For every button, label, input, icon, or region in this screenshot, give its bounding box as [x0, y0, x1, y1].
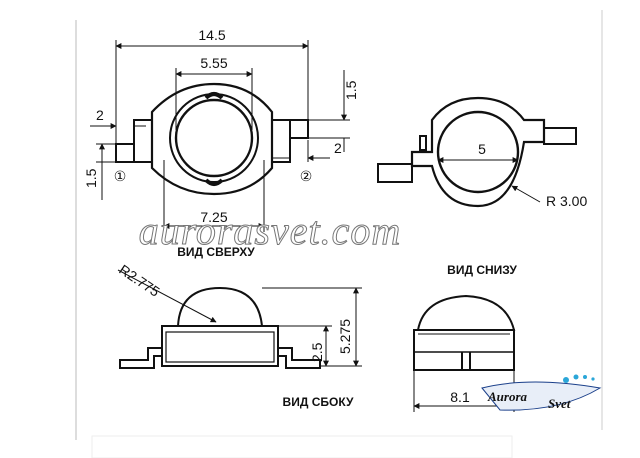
bottom-view	[377, 96, 577, 208]
dim-right-lead-width: 2	[334, 140, 342, 156]
top-view-caption: ВИД СВЕРХУ	[177, 245, 255, 259]
dim-side-width: 8.1	[450, 389, 470, 405]
top-view	[115, 82, 309, 196]
bottom-view-caption: ВИД СНИЗУ	[447, 263, 517, 277]
dim-body-height: 2.5	[309, 342, 325, 362]
watermark-text: aurorasvet.com	[139, 208, 401, 253]
dim-right-lead-length: 1.5	[343, 80, 359, 100]
side-view-caption: ВИД СБОКУ	[283, 395, 354, 409]
dim-inner-diameter: 5	[478, 141, 486, 157]
side-view	[119, 286, 321, 369]
bottom-panel	[91, 435, 513, 458]
dim-dome-radius: R2.775	[116, 261, 163, 300]
side-view-2	[413, 294, 516, 371]
top-view-dimensions	[90, 40, 350, 232]
side-view-dimensions	[117, 269, 362, 367]
dim-lead-length: 1.5	[83, 168, 99, 188]
logo-word-aurora: Aurora	[487, 389, 528, 404]
dim-bottom-width: 7.25	[200, 209, 227, 225]
pin1-marker: ①	[114, 168, 127, 184]
pin2-marker: ②	[300, 168, 313, 184]
dim-lead-width: 2	[96, 107, 104, 123]
dim-total-height: 5.275	[337, 319, 353, 354]
dim-radius: R 3.00	[546, 193, 587, 209]
bottom-view-dimensions	[437, 157, 541, 203]
dim-total-width: 14.5	[198, 27, 225, 43]
logo-word-svet: Svet	[548, 396, 571, 411]
aurorasvet-logo: Aurora Svet	[481, 374, 602, 411]
dim-body-width: 5.55	[200, 55, 227, 71]
